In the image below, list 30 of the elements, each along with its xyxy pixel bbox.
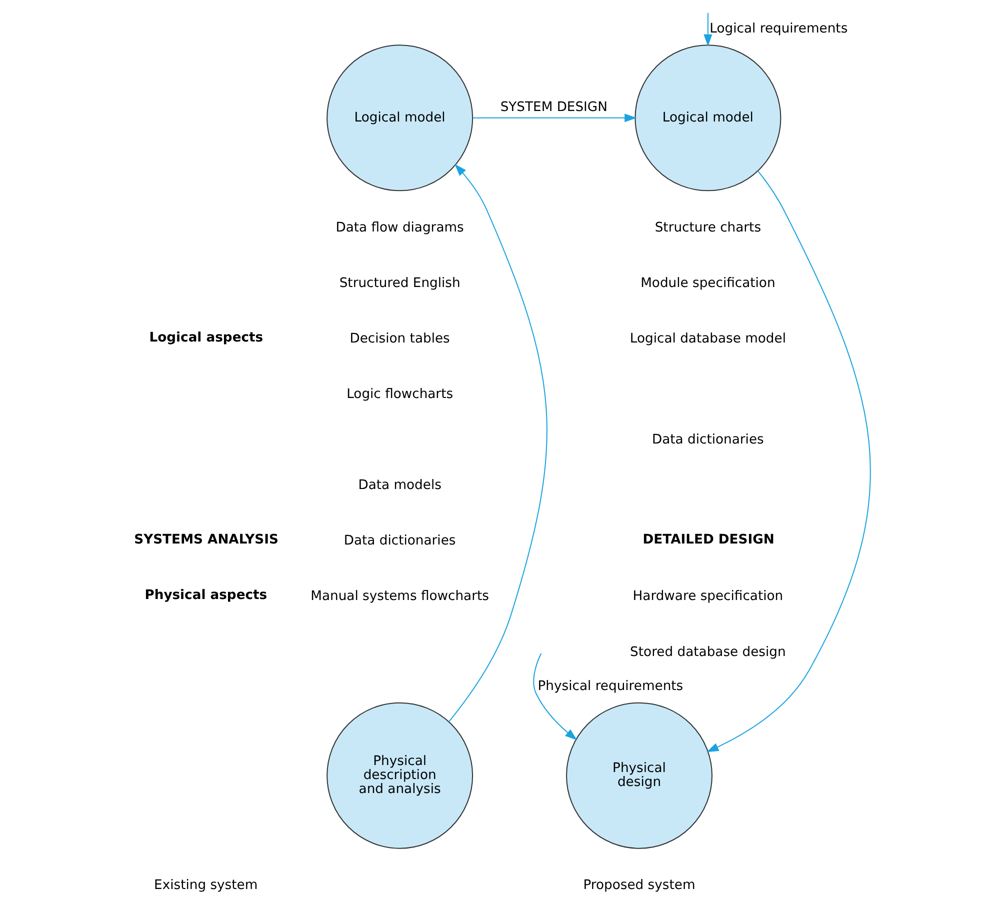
- label: Data dictionaries: [343, 534, 456, 549]
- arrow: [472, 114, 636, 122]
- label: Logical database model: [629, 332, 786, 347]
- node-circle: Logical model: [634, 44, 781, 192]
- label: Structure charts: [654, 220, 761, 236]
- arrow: [532, 653, 577, 740]
- label: Proposed system: [582, 878, 695, 894]
- label: Data flow diagrams: [335, 220, 464, 236]
- node-circle: Physical description and analysis: [326, 702, 473, 849]
- label: Module specification: [640, 276, 775, 292]
- label: Hardware specification: [632, 589, 783, 604]
- node-circle: Logical model: [326, 44, 473, 192]
- arrow: [706, 170, 870, 752]
- label: Data models: [358, 478, 441, 494]
- label: Decision tables: [349, 332, 450, 347]
- label: DETAILED DESIGN: [642, 532, 774, 548]
- label: Logic flowcharts: [346, 387, 453, 402]
- label: SYSTEMS ANALYSIS: [134, 532, 278, 548]
- arrow: [448, 164, 547, 722]
- label: Manual systems flowcharts: [310, 589, 488, 604]
- edge-label: Physical requirements: [537, 679, 683, 694]
- arrow: [703, 12, 712, 46]
- label: Physical aspects: [144, 588, 267, 604]
- edge-label: Logical requirements: [709, 21, 848, 36]
- label: Structured English: [338, 276, 460, 292]
- edge-label: SYSTEM DESIGN: [500, 100, 607, 116]
- label: Stored database design: [630, 644, 786, 660]
- label: Data dictionaries: [652, 432, 764, 448]
- label: Logical aspects: [148, 330, 263, 346]
- label: Existing system: [154, 878, 258, 894]
